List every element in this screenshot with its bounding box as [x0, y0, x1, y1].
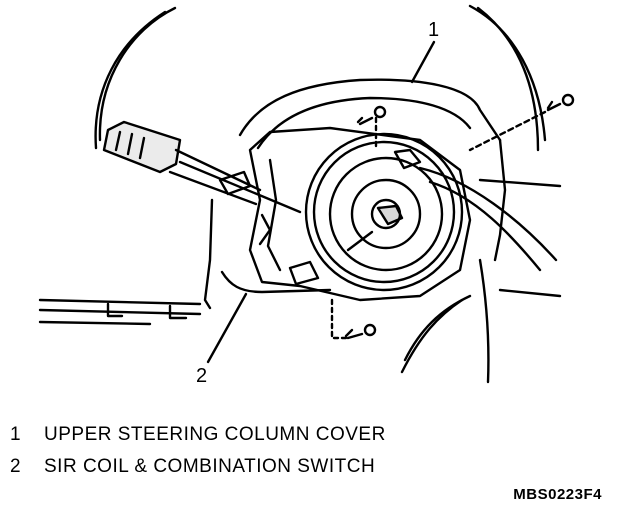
sir-coil-connector	[393, 148, 422, 170]
sir-coil-hub	[350, 178, 422, 250]
callout-2: 2	[196, 365, 208, 387]
lever-stalk-lower	[168, 170, 258, 206]
steering-wheel-rim-left	[98, 6, 177, 142]
lower-shroud-right	[478, 258, 490, 384]
lower-shroud-left	[203, 198, 214, 310]
switch-tab-left	[258, 213, 272, 246]
lever-stalk-mid	[178, 160, 302, 214]
switch-housing-inner	[266, 158, 282, 272]
dash-line-left-2	[38, 308, 202, 316]
legend-item: 1 UPPER STEERING COLUMN COVER	[10, 424, 570, 456]
legend-number: 2	[10, 456, 22, 477]
legend-label: UPPER STEERING COLUMN COVER	[44, 424, 386, 445]
dash-line-right-upper	[478, 178, 562, 188]
screw-bottom	[363, 323, 377, 337]
screw-right-leader	[468, 110, 547, 152]
callout-1: 1	[428, 19, 440, 41]
steering-wheel-rim-right-inner	[476, 6, 540, 152]
figure-code: MBS0223F4	[513, 486, 602, 503]
leader-line-1	[410, 40, 436, 84]
sir-coil-arrow	[346, 230, 374, 252]
dash-line-right-lower	[498, 288, 562, 298]
lever-stalk-upper	[174, 148, 262, 192]
screw-bottom-leader	[330, 298, 348, 340]
screw-top	[373, 105, 387, 119]
steering-wheel-rim-left-outer	[94, 10, 167, 150]
legend-item: 2 SIR COIL & COMBINATION SWITCH	[10, 456, 570, 488]
lower-shroud-curve-2	[400, 298, 464, 374]
legend-number: 1	[10, 424, 22, 445]
sir-coil-ring	[312, 140, 456, 284]
bracket-lower	[288, 260, 320, 286]
dash-tab-2	[168, 304, 188, 320]
dash-line-left-1	[38, 298, 202, 306]
switch-housing-outline	[248, 126, 472, 302]
bracket-left	[218, 170, 252, 196]
upper-column-cover-inner	[256, 96, 472, 150]
lower-shroud-bottom	[220, 270, 332, 294]
leader-line-2	[206, 292, 248, 364]
cover-right-edge	[493, 138, 507, 262]
legend-label: SIR COIL & COMBINATION SWITCH	[44, 456, 376, 477]
legend: 1 UPPER STEERING COLUMN COVER 2 SIR COIL…	[10, 424, 570, 488]
right-stalk-lower	[428, 180, 542, 272]
screw-right	[561, 93, 575, 107]
lever-tip-ridges	[114, 130, 146, 160]
dash-tab-1	[106, 302, 124, 318]
steering-wheel-rim-right	[468, 4, 547, 142]
sir-coil-outer	[304, 132, 464, 292]
sir-coil-shaft	[376, 204, 404, 226]
dash-line-left-3	[38, 320, 152, 326]
sir-coil-inner	[328, 156, 444, 272]
right-stalk-upper	[418, 166, 558, 262]
upper-column-cover	[238, 78, 502, 142]
